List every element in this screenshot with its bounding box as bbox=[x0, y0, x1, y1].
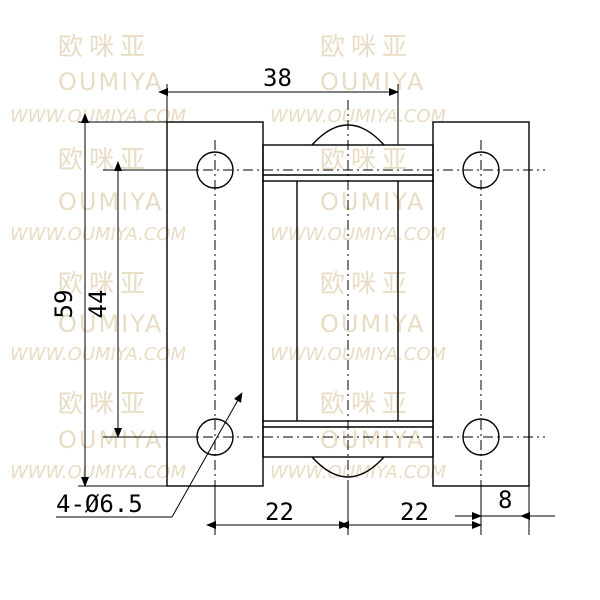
watermark-en: OUMIYA bbox=[58, 426, 163, 454]
watermark-block-1: 欧咪亚 OUMIYA WWW.OUMIYA.COM bbox=[10, 32, 187, 127]
dim-outer-height: 59 bbox=[50, 290, 78, 319]
watermark-cn: 欧咪亚 bbox=[58, 32, 151, 61]
watermark-block-2: 欧咪亚 OUMIYA WWW.OUMIYA.COM bbox=[270, 32, 447, 127]
dim-bottom-left: 22 bbox=[265, 498, 294, 526]
bottom-knuckle-arc bbox=[311, 456, 385, 478]
dim-inner-height: 44 bbox=[84, 290, 112, 319]
watermark-url: WWW.OUMIYA.COM bbox=[10, 344, 187, 365]
watermark-url: WWW.OUMIYA.COM bbox=[270, 462, 447, 483]
watermark-cn: 欧咪亚 bbox=[58, 389, 151, 418]
watermark-url: WWW.OUMIYA.COM bbox=[10, 224, 187, 245]
dim-bottom-right: 8 bbox=[498, 486, 512, 514]
watermark-block-8: 欧咪亚 OUMIYA WWW.OUMIYA.COM bbox=[270, 389, 447, 483]
watermark-cn: 欧咪亚 bbox=[320, 389, 413, 418]
watermark-block-5: 欧咪亚 OUMIYA WWW.OUMIYA.COM bbox=[10, 269, 187, 365]
watermark-en: OUMIYA bbox=[320, 426, 425, 454]
watermark-en: OUMIYA bbox=[58, 310, 163, 338]
watermark-en: OUMIYA bbox=[58, 68, 163, 96]
watermark-cn: 欧咪亚 bbox=[320, 145, 413, 174]
hole-spec-label: 4-Ø6.5 bbox=[56, 490, 143, 518]
watermark-url: WWW.OUMIYA.COM bbox=[10, 462, 187, 483]
dimension-annotations: 38 59 44 4-Ø6.5 22 22 8 bbox=[50, 64, 555, 535]
watermark-url: WWW.OUMIYA.COM bbox=[10, 106, 187, 127]
dim-bottom-middle: 22 bbox=[400, 498, 429, 526]
dim-top-width: 38 bbox=[263, 64, 292, 92]
watermark-cn: 欧咪亚 bbox=[320, 32, 413, 61]
watermark-block-7: 欧咪亚 OUMIYA WWW.OUMIYA.COM bbox=[10, 389, 187, 483]
watermark-en: OUMIYA bbox=[58, 188, 163, 216]
watermark-block-3: 欧咪亚 OUMIYA WWW.OUMIYA.COM bbox=[10, 145, 187, 245]
watermark-block-4: 欧咪亚 OUMIYA WWW.OUMIYA.COM bbox=[270, 145, 447, 245]
watermark-cn: 欧咪亚 bbox=[58, 145, 151, 174]
hole-spec-leader bbox=[171, 392, 243, 518]
watermark-en: OUMIYA bbox=[320, 310, 425, 338]
watermark-block-6: 欧咪亚 OUMIYA WWW.OUMIYA.COM bbox=[270, 269, 447, 365]
watermark-url: WWW.OUMIYA.COM bbox=[270, 224, 447, 245]
watermark-layer: 欧咪亚 OUMIYA WWW.OUMIYA.COM 欧咪亚 OUMIYA WWW… bbox=[10, 32, 447, 483]
watermark-en: OUMIYA bbox=[320, 188, 425, 216]
watermark-cn: 欧咪亚 bbox=[58, 269, 151, 298]
watermark-cn: 欧咪亚 bbox=[320, 269, 413, 298]
watermark-url: WWW.OUMIYA.COM bbox=[270, 344, 447, 365]
watermark-url: WWW.OUMIYA.COM bbox=[270, 106, 447, 127]
